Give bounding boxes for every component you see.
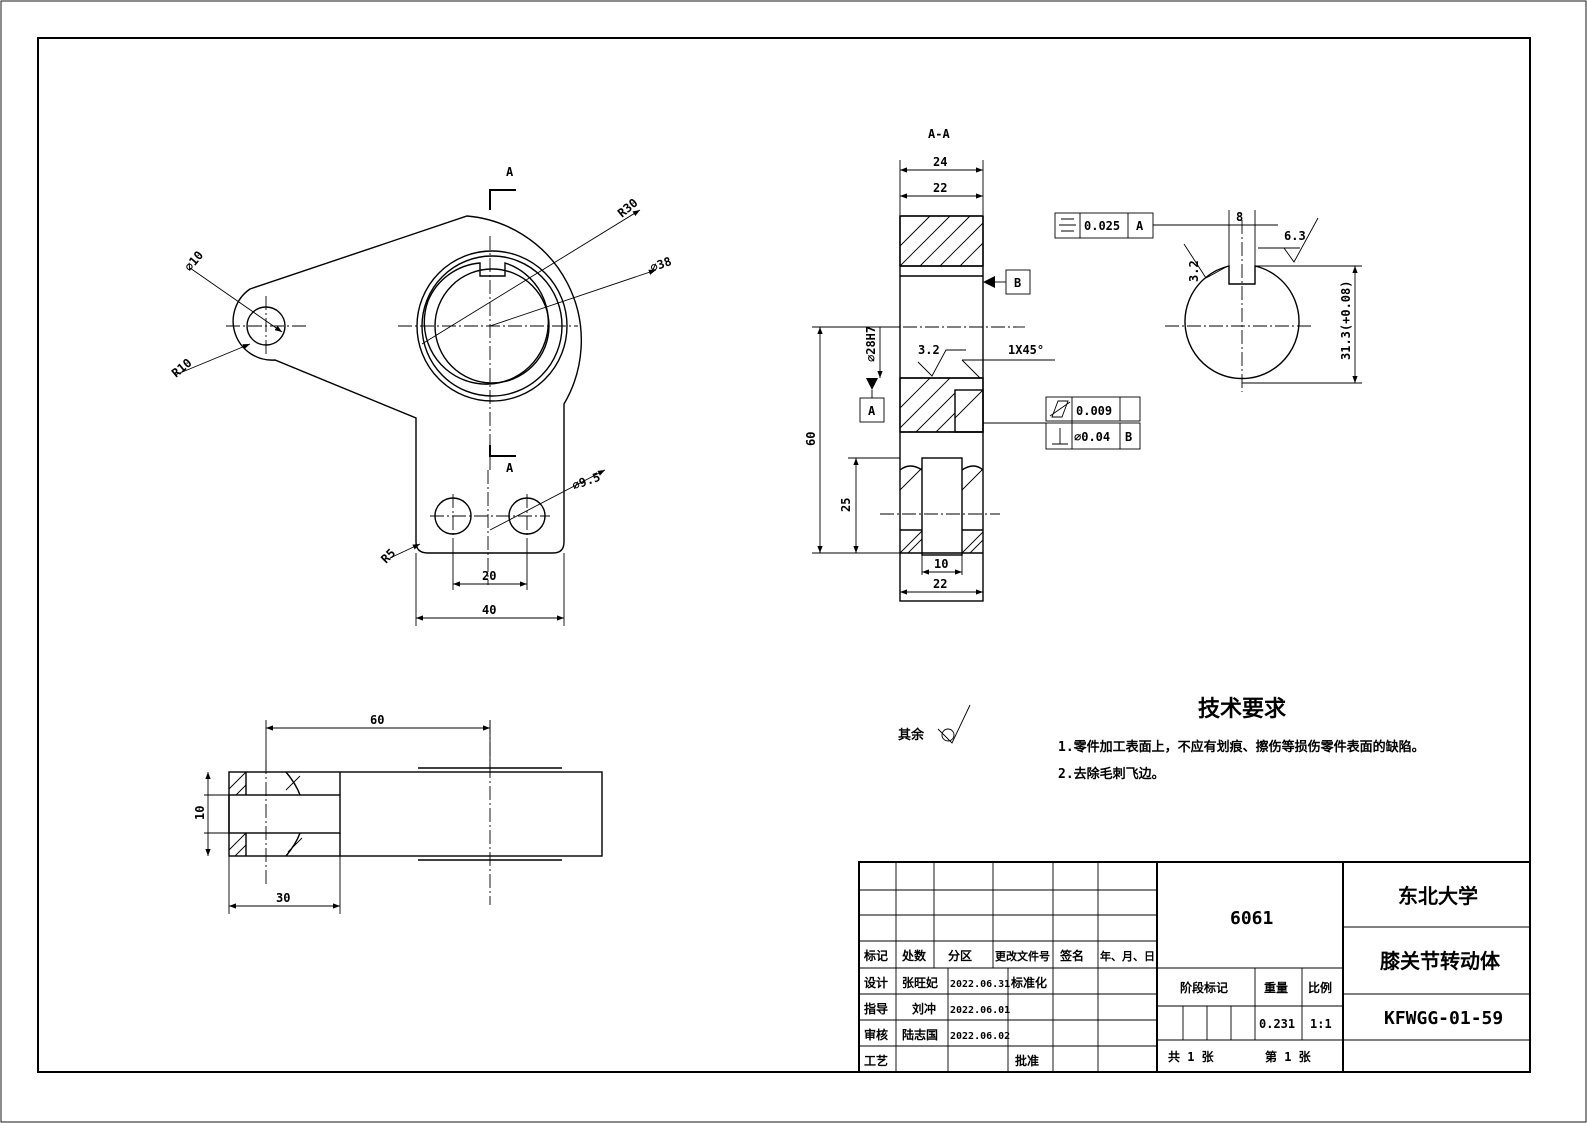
university: 东北大学 [1398, 884, 1478, 908]
datum-a: A [868, 404, 876, 418]
svg-text:其余: 其余 [898, 727, 925, 743]
dim-22-bot: 22 [933, 577, 947, 591]
svg-text:设计: 设计 [864, 975, 888, 990]
tol-perp-ref: B [1125, 430, 1132, 444]
svg-text:2022.06.02: 2022.06.02 [950, 1031, 1010, 1042]
dim-d9-5: ⌀9.5 [570, 470, 602, 493]
dim-25-vert: 25 [839, 498, 853, 512]
section-roughness: 3.2 [918, 343, 940, 357]
front-outline [232, 215, 582, 554]
dim-d10: ⌀10 [182, 248, 207, 274]
other-roughness: 其余 [898, 704, 971, 744]
tol-symmetry: 0.025 [1084, 219, 1120, 233]
dim-d38: ⌀38 [648, 254, 673, 275]
svg-text:2022.06.01: 2022.06.01 [950, 1005, 1010, 1016]
dim-r30: R30 [615, 196, 641, 221]
svg-text:张旺妃: 张旺妃 [902, 975, 938, 990]
dim-20: 20 [482, 569, 496, 583]
svg-text:共 1 张: 共 1 张 [1168, 1049, 1215, 1064]
hatch-low [899, 467, 984, 554]
svg-text:指导: 指导 [864, 1001, 888, 1016]
section-mark-bottom: A [506, 461, 514, 475]
front-view: A A R30 ⌀38 ⌀10 R10 ⌀9.5 R5 20 40 [169, 165, 673, 626]
title-block: 标记 处数 分区 更改文件号 签名 年、月、日 设计 张旺妃 2022.06.3… [858, 861, 1531, 1073]
inner-border [37, 37, 1531, 1073]
svg-text:1:1: 1:1 [1310, 1017, 1332, 1031]
svg-text:刘冲: 刘冲 [912, 1001, 936, 1016]
dim-24: 24 [933, 155, 947, 169]
chamfer: 1X45° [1008, 343, 1044, 357]
svg-text:0.231: 0.231 [1259, 1017, 1295, 1031]
dim-30-top: 30 [276, 891, 290, 905]
dim-8: 8 [1236, 210, 1243, 224]
section-title: A-A [928, 127, 950, 141]
svg-text:更改文件号: 更改文件号 [995, 949, 1050, 963]
svg-text:标记: 标记 [863, 948, 888, 963]
svg-text:重量: 重量 [1264, 980, 1288, 995]
dim-10-top: 10 [193, 806, 207, 820]
material: 6061 [1230, 908, 1273, 929]
roughness-3-2: 3.2 [1187, 260, 1201, 282]
dim-10: 10 [934, 557, 948, 571]
hatch-mid [899, 377, 984, 433]
tol-symmetry-ref: A [1136, 219, 1144, 233]
svg-text:批准: 批准 [1015, 1053, 1039, 1068]
svg-text:年、月、日: 年、月、日 [1100, 949, 1155, 963]
part-name: 膝关节转动体 [1380, 949, 1501, 973]
svg-text:分区: 分区 [948, 948, 972, 963]
svg-text:签名: 签名 [1059, 948, 1084, 963]
top-hatch [228, 771, 303, 857]
dim-40: 40 [482, 603, 496, 617]
tech-title: 技术要求 [1198, 697, 1286, 722]
drawing-number: KFWGG-01-59 [1384, 1008, 1503, 1029]
svg-text:标准化: 标准化 [1010, 975, 1047, 990]
svg-text:处数: 处数 [901, 948, 927, 963]
roughness-6-3: 6.3 [1284, 229, 1306, 243]
svg-text:比例: 比例 [1308, 980, 1332, 995]
svg-text:陆志国: 陆志国 [902, 1027, 938, 1042]
svg-text:2022.06.31: 2022.06.31 [950, 979, 1010, 990]
dim-60-top: 60 [370, 713, 384, 727]
dim-22-top: 22 [933, 181, 947, 195]
bore-keyway [423, 262, 549, 385]
dim-r5: R5 [378, 546, 398, 566]
datum-b: B [1014, 276, 1021, 290]
dim-r10: R10 [169, 356, 195, 381]
keyway-circle [1184, 265, 1300, 380]
top-view: 60 10 30 [193, 713, 603, 914]
dim-bore: ⌀28H7 [864, 326, 878, 362]
tech-line-2: 2.去除毛刺飞边。 [1058, 766, 1165, 782]
tech-requirements: 技术要求 1.零件加工表面上，不应有划痕、擦伤等损伤零件表面的缺陷。 2.去除毛… [1058, 697, 1425, 782]
tech-line-1: 1.零件加工表面上，不应有划痕、擦伤等损伤零件表面的缺陷。 [1058, 739, 1425, 755]
section-mark-top: A [506, 165, 514, 179]
hatch-top [899, 215, 984, 267]
keyway-view: 0.025 A 8 6.3 3.2 31.3(+0.08) [1054, 210, 1362, 392]
dim-keyway-depth: 31.3(+0.08) [1339, 281, 1353, 360]
dim-60-vert: 60 [804, 432, 818, 446]
tol-perpendicularity: ⌀0.04 [1074, 430, 1110, 444]
svg-text:第 1 张: 第 1 张 [1265, 1049, 1312, 1064]
section-view: A-A 24 22 [804, 127, 1141, 602]
tol-cylindricity: 0.009 [1076, 404, 1112, 418]
svg-text:审核: 审核 [864, 1027, 888, 1042]
svg-text:阶段标记: 阶段标记 [1180, 980, 1228, 995]
svg-text:工艺: 工艺 [864, 1053, 888, 1068]
